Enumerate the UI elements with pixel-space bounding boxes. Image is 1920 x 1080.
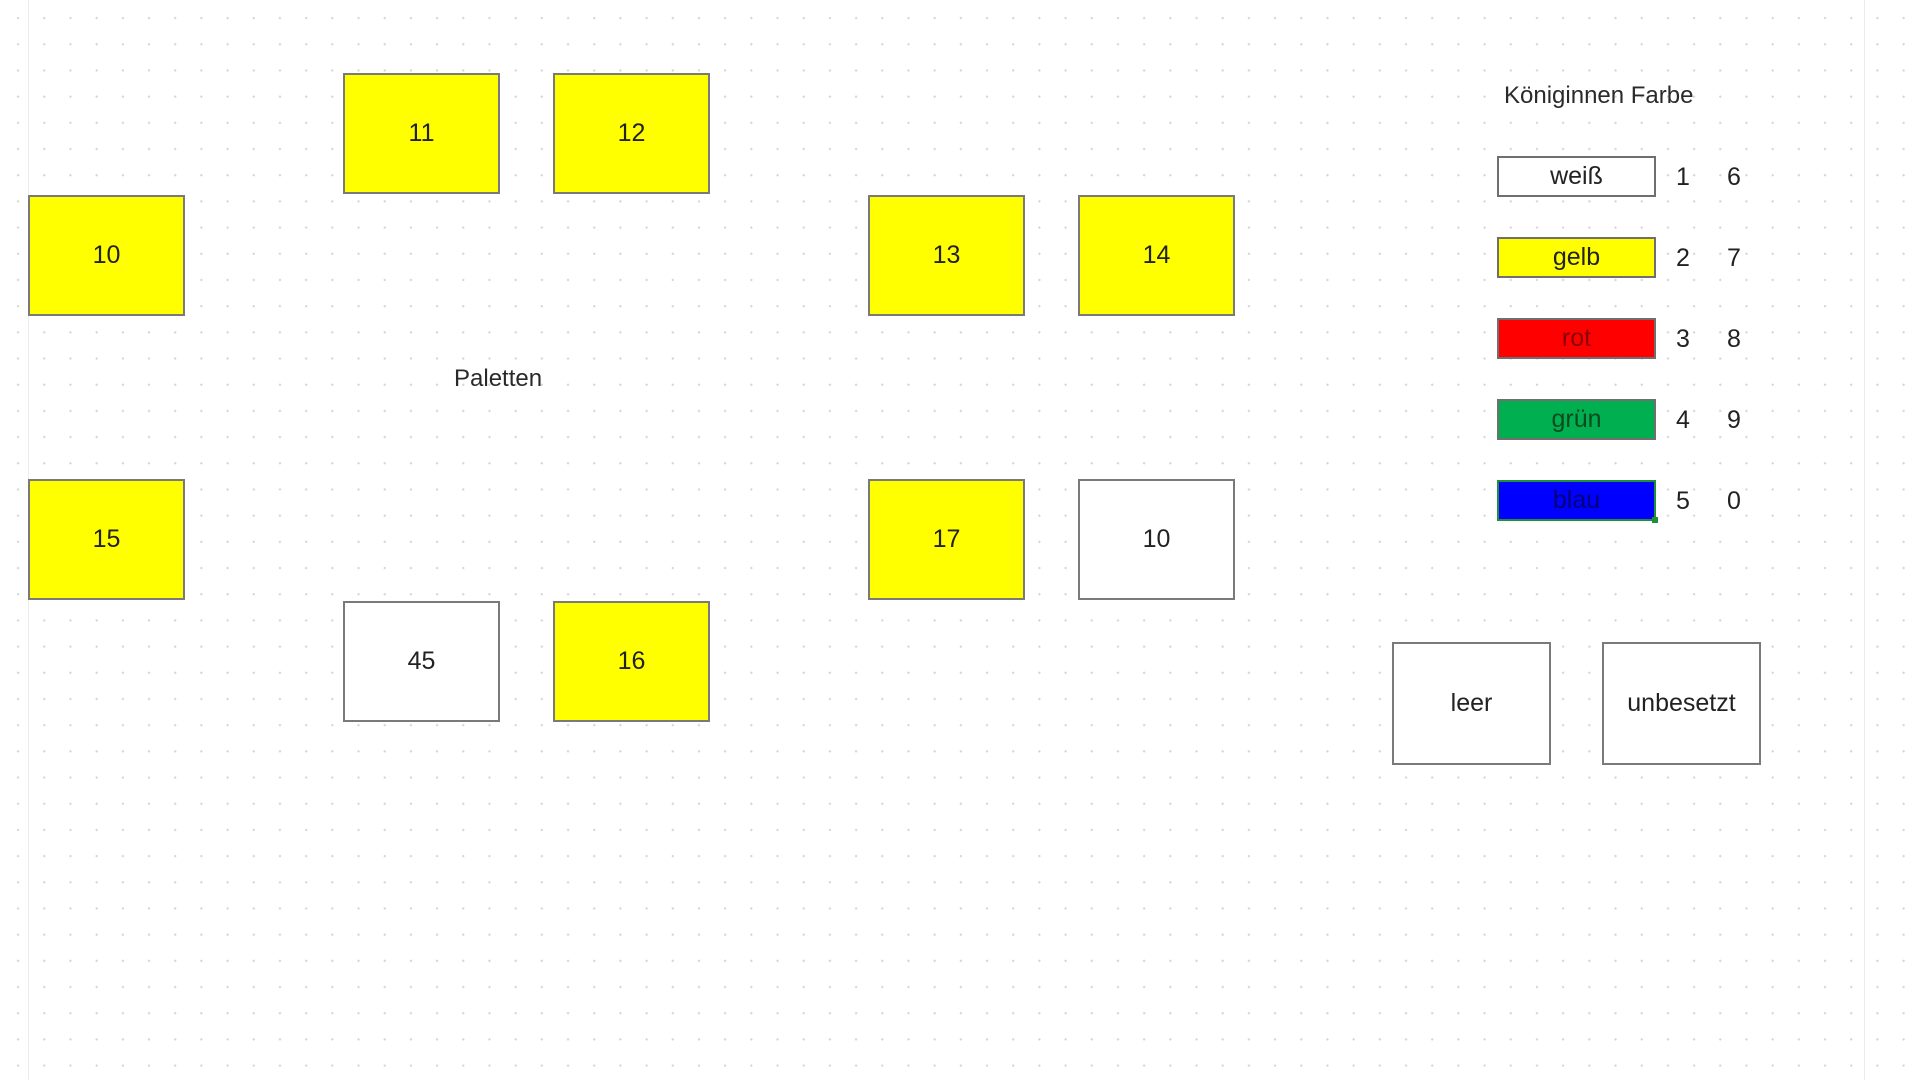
pallet-box[interactable]: 11 [343, 73, 500, 194]
color-swatch-blau[interactable]: blau [1497, 480, 1658, 523]
legend-number: 1 [1676, 163, 1690, 191]
color-swatch-gelb[interactable]: gelb [1497, 237, 1656, 278]
legend-number: 3 [1676, 325, 1690, 353]
leer-button[interactable]: leer [1392, 642, 1551, 765]
pallet-box[interactable]: 16 [553, 601, 710, 722]
pallet-box[interactable]: 14 [1078, 195, 1235, 316]
legend-number: 2 [1676, 244, 1690, 272]
grid-line [1864, 0, 1865, 1080]
legend-number: 7 [1727, 244, 1741, 272]
paletten-label: Paletten [454, 365, 543, 392]
legend-number: 6 [1727, 163, 1741, 191]
pallet-box[interactable]: 45 [343, 601, 500, 722]
legend-number: 4 [1676, 406, 1690, 434]
pallet-box[interactable]: 17 [868, 479, 1025, 600]
pallet-box[interactable]: 15 [28, 479, 185, 600]
unbesetzt-button[interactable]: unbesetzt [1602, 642, 1761, 765]
legend-number: 0 [1727, 487, 1741, 515]
color-swatch-weiss[interactable]: weiß [1497, 156, 1656, 197]
legend-title: Königinnen Farbe [1504, 82, 1694, 109]
legend-number: 9 [1727, 406, 1741, 434]
color-swatch-gruen[interactable]: grün [1497, 399, 1656, 440]
selection-handle[interactable] [1652, 517, 1658, 523]
swatch-label: blau [1552, 486, 1601, 514]
legend-number: 5 [1676, 487, 1690, 515]
pallet-box[interactable]: 10 [28, 195, 185, 316]
legend-number: 8 [1727, 325, 1741, 353]
pallet-box[interactable]: 13 [868, 195, 1025, 316]
pallet-box[interactable]: 12 [553, 73, 710, 194]
color-swatch-rot[interactable]: rot [1497, 318, 1656, 359]
pallet-box[interactable]: 10 [1078, 479, 1235, 600]
